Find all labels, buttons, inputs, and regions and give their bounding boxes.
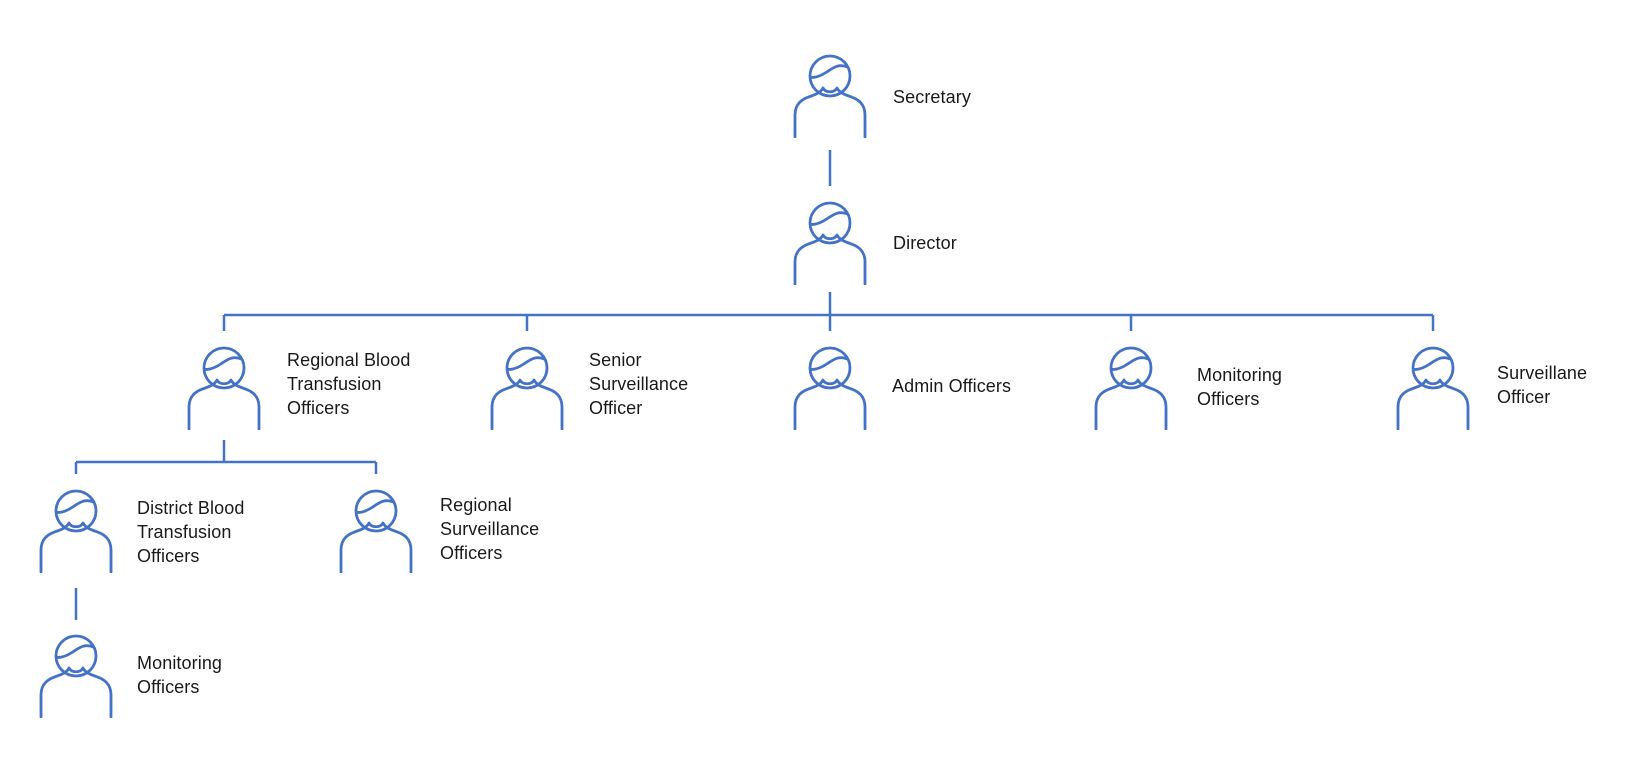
org-node-label: Admin Officers — [892, 374, 1011, 398]
person-icon — [338, 487, 414, 573]
person-icon — [186, 344, 262, 430]
org-node-label-line: Surveillance — [440, 519, 540, 539]
org-node-label-line: Surveillance — [589, 374, 689, 394]
org-node-label-line: Secretary — [893, 87, 971, 107]
org-node-label: Secretary — [893, 85, 971, 109]
person-icon — [38, 487, 114, 573]
org-node-label-line: Regional — [440, 495, 512, 515]
org-node-label-line: District Blood — [137, 498, 245, 518]
org-node-label-line: Officers — [440, 543, 503, 563]
org-node-label-line: Officers — [1197, 389, 1260, 409]
org-node-label-line: Senior — [589, 350, 642, 370]
org-node-label-line: Monitoring — [137, 653, 223, 673]
person-icon — [792, 52, 868, 138]
org-node-label-line: Transfusion — [287, 374, 382, 394]
org-node-label-line: Surveillane — [1497, 363, 1588, 383]
org-node-label-line: Officers — [137, 546, 200, 566]
person-icon — [489, 344, 565, 430]
org-node-label-line: Officer — [1497, 387, 1551, 407]
org-node-label-line: Officer — [589, 398, 643, 418]
org-node-label-line: Admin Officers — [892, 376, 1012, 396]
person-icon — [1093, 344, 1169, 430]
org-node-label-line: Monitoring — [1197, 365, 1283, 385]
org-node-label-line: Officers — [287, 398, 350, 418]
org-node-label: Director — [893, 231, 957, 255]
org-node-label-line: Officers — [137, 677, 200, 697]
person-icon — [1395, 344, 1471, 430]
person-icon — [792, 344, 868, 430]
org-node-label-line: Transfusion — [137, 522, 232, 542]
org-node-label-line: Director — [893, 233, 957, 253]
person-icon — [792, 199, 868, 285]
person-icon — [38, 632, 114, 718]
org-node-label-line: Regional Blood — [287, 350, 411, 370]
